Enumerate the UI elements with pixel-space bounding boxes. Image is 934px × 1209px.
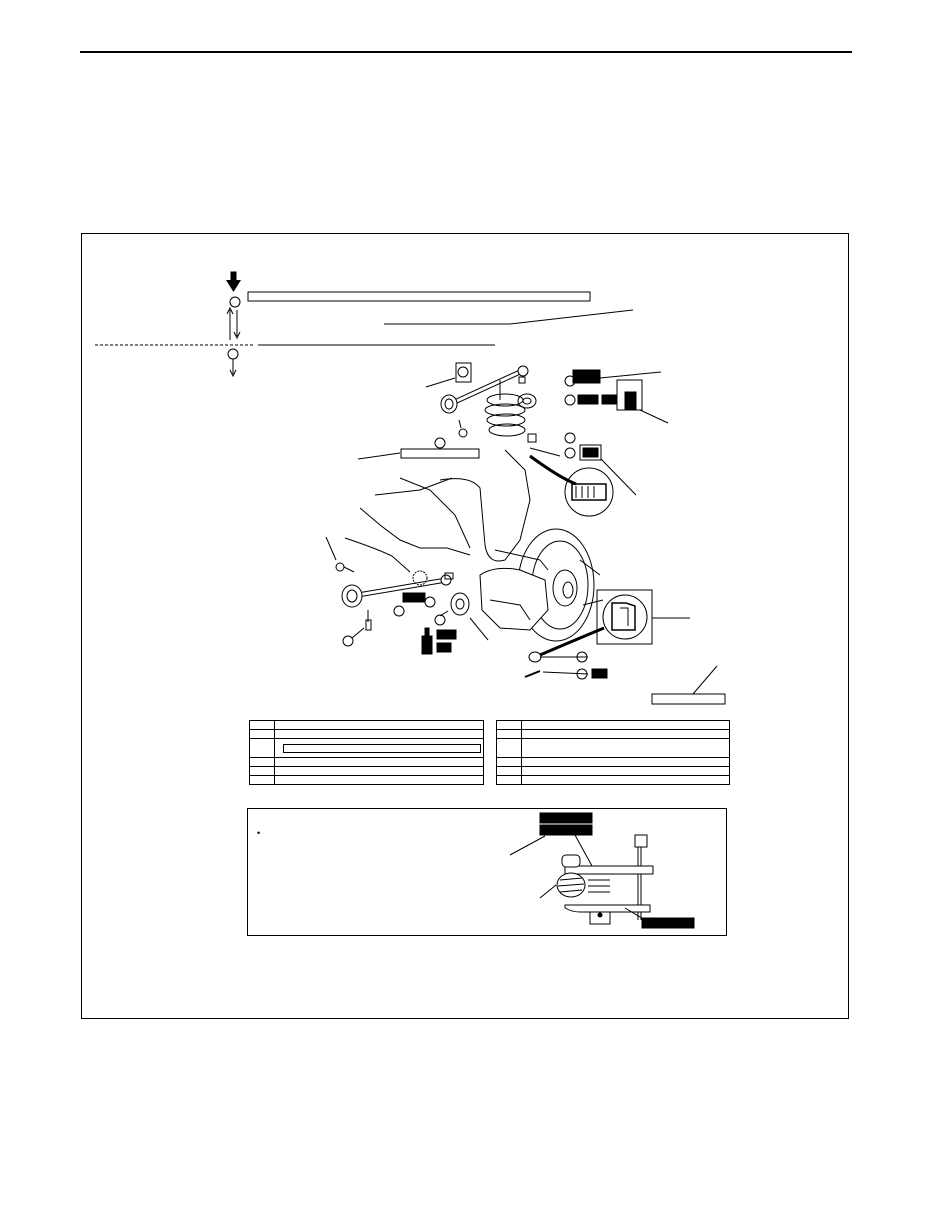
coil-spring — [484, 380, 526, 437]
tool-tag — [539, 812, 593, 824]
two-way-arrow-icon — [226, 306, 241, 340]
arrow-down-icon — [229, 359, 237, 378]
inset-bullet: • — [257, 828, 261, 838]
tool-tag — [641, 917, 695, 929]
parts-table-left — [249, 720, 484, 785]
detail-circle — [564, 467, 614, 517]
callout-box — [455, 362, 472, 383]
header-rule — [80, 51, 852, 53]
detail-box — [596, 589, 653, 645]
leader-line — [384, 309, 634, 325]
flow-label-box — [247, 291, 591, 302]
arrow-down-bold-icon — [226, 271, 241, 292]
label-box — [651, 693, 726, 705]
parts-table-right — [496, 720, 730, 785]
tool-tag — [539, 824, 593, 836]
diagram-frame — [81, 233, 849, 1019]
label-box — [400, 448, 480, 459]
tool-inset — [247, 808, 727, 936]
flow-step-circle — [229, 296, 241, 308]
